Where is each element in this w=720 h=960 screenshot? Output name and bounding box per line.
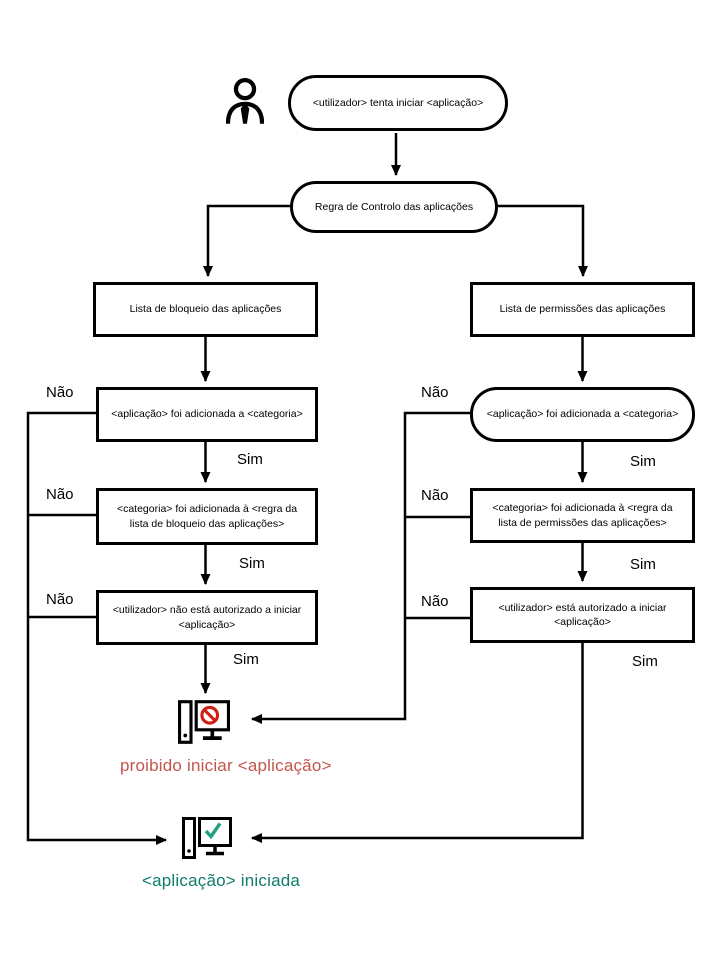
allowlist-node: Lista de permissões das aplicações bbox=[470, 282, 695, 337]
label-yes-left-3: Sim bbox=[233, 651, 259, 668]
label-no-left-1: Não bbox=[46, 384, 74, 401]
arrow-rule-to-allowlist bbox=[497, 204, 588, 277]
blocklist-step-user-node: <utilizador> não está autorizado a inici… bbox=[96, 590, 318, 645]
label-no-right-1: Não bbox=[421, 384, 449, 401]
label-yes-right-1: Sim bbox=[630, 453, 656, 470]
label-no-left-3: Não bbox=[46, 591, 74, 608]
start-event-node: <utilizador> tenta iniciar <aplicação> bbox=[288, 75, 508, 131]
no-trunk-left-to-started bbox=[26, 411, 167, 845]
label-yes-left-1: Sim bbox=[237, 451, 263, 468]
computer-check-icon bbox=[182, 817, 232, 859]
allowlist-step-rule-node: <categoria> foi adicionada à <regra da l… bbox=[470, 488, 695, 543]
label-yes-right-2: Sim bbox=[630, 556, 656, 573]
allowlist-step-category-node: <aplicação> foi adicionada a <categoria> bbox=[470, 387, 695, 442]
blocklist-node: Lista de bloqueio das aplicações bbox=[93, 282, 318, 337]
blocklist-step-rule-node: <categoria> foi adicionada à <regra da l… bbox=[96, 488, 318, 545]
allowlist-step-user-node: <utilizador> está autorizado a iniciar <… bbox=[470, 587, 695, 643]
label-yes-right-3: Sim bbox=[632, 653, 658, 670]
arrow-rule-to-blocklist bbox=[203, 204, 290, 277]
label-yes-left-2: Sim bbox=[239, 555, 265, 572]
user-icon bbox=[226, 78, 264, 124]
started-result-text: <aplicação> iniciada bbox=[142, 871, 301, 890]
label-no-left-2: Não bbox=[46, 486, 74, 503]
blocklist-step-category-node: <aplicação> foi adicionada a <categoria> bbox=[96, 387, 318, 442]
label-no-right-2: Não bbox=[421, 487, 449, 504]
computer-prohibited-icon bbox=[178, 700, 230, 744]
blocked-result-text: proibido iniciar <aplicação> bbox=[120, 756, 332, 775]
rule-node: Regra de Controlo das aplicações bbox=[290, 181, 498, 233]
no-trunk-right-to-blocked bbox=[251, 411, 470, 724]
yes-right-step3-to-started bbox=[251, 643, 584, 843]
label-no-right-3: Não bbox=[421, 593, 449, 610]
